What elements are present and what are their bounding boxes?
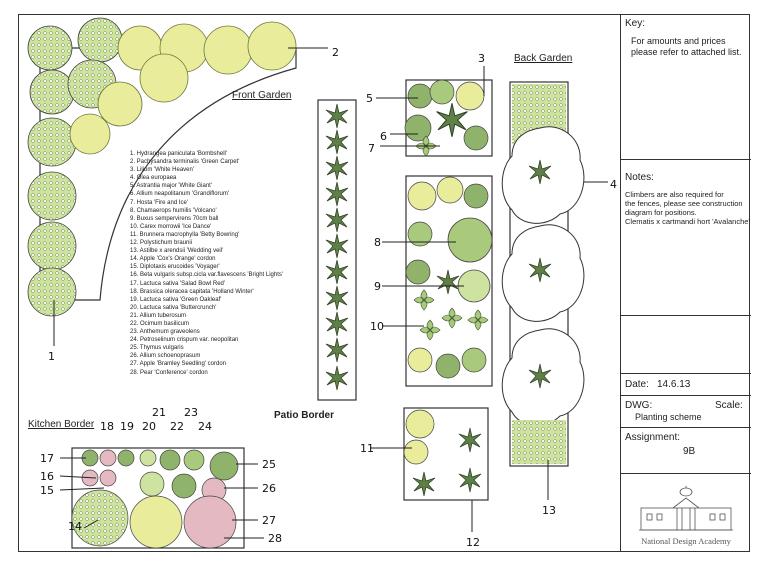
plant-list-item: 14. Apple 'Cox's Orange' cordon	[130, 256, 216, 263]
back-garden-right-bed	[501, 81, 585, 467]
plant-list-item: 12. Polystichum braunii	[130, 240, 193, 247]
callout-8: 8	[374, 236, 381, 249]
plant-list-item: 1. Hydrangea paniculata 'Bombshell'	[130, 151, 228, 157]
callout-6: 6	[380, 130, 387, 143]
patio-border-label: Patio Border	[274, 410, 335, 421]
back-garden-top-bed	[404, 79, 493, 157]
callout-11: 11	[360, 442, 374, 455]
callout-3: 3	[478, 52, 485, 65]
plant-list-item: 6. Allium neapolitanum 'Grandiflorum'	[130, 191, 230, 198]
callout-2: 2	[332, 46, 339, 59]
plant-list-item: 11. Brunnera macrophylla 'Betty Bowring'	[130, 231, 240, 238]
callout-10: 10	[370, 320, 384, 333]
callout-26: 26	[262, 482, 276, 495]
plant-list-item: 17. Lactuca sativa 'Salad Bowl Red'	[130, 280, 226, 287]
callout-22: 22	[170, 420, 184, 433]
plant-list-item: 10. Carex morrowii 'Ice Dance'	[130, 223, 212, 230]
plant-list-item: 3. Lilium 'White Heaven'	[130, 167, 194, 174]
plant-list-item: 15. Diplotaxis erucoides 'Voyager'	[130, 264, 220, 271]
callout-19: 19	[120, 420, 134, 433]
key-title: Key:	[625, 18, 646, 29]
back-garden-middle-bed	[405, 175, 493, 387]
callout-20: 20	[142, 420, 156, 433]
front-garden	[27, 17, 297, 317]
plant-list-item: 8. Chamaerops humilis 'Volcano'	[130, 207, 217, 214]
callout-12: 12	[466, 536, 480, 549]
patio-border	[317, 99, 357, 401]
date-section: Date: 14.6.13	[621, 374, 751, 396]
callout-17: 17	[40, 452, 54, 465]
plant-list-item: 18. Brassica oleracea capitata 'Holland …	[130, 288, 254, 295]
callout-4: 4	[610, 178, 617, 191]
back-garden-label: Back Garden	[514, 53, 573, 64]
notes-line-1: Climbers are also required for	[625, 190, 724, 199]
callout-23: 23	[184, 406, 198, 419]
assignment-value: 9B	[683, 446, 696, 457]
plant-list: 1. Hydrangea paniculata 'Bombshell' 2. Pa…	[130, 150, 283, 377]
plant-list-item: 24. Petroselinum crispum var. neopolitan	[130, 337, 239, 344]
drawing-label: DWG:	[625, 400, 653, 411]
plant-list-item: 20. Lactuca sativa 'Buttercrunch'	[130, 304, 217, 311]
kitchen-border	[71, 447, 245, 549]
callout-1: 1	[48, 350, 55, 363]
notes-line-3: diagram for positions.	[625, 208, 697, 217]
callout-9: 9	[374, 280, 381, 293]
callout-5: 5	[366, 92, 373, 105]
academy-building-logo	[639, 486, 733, 531]
plant-list-item: 9. Buxus sempervirens 70cm ball	[130, 215, 219, 222]
callout-16: 16	[40, 470, 54, 483]
assignment-section: Assignment: 9B	[621, 428, 751, 474]
callout-25: 25	[262, 458, 276, 471]
callout-24: 24	[198, 420, 212, 433]
plant-list-item: 2. Pachysandra terminalis 'Green Carpet'	[130, 159, 240, 166]
date-value: 14.6.13	[657, 379, 691, 390]
notes-line-2: the fences, please see construction	[625, 199, 743, 208]
plant-list-item: 26. Allium schoenoprasum	[130, 353, 201, 360]
callout-18: 18	[100, 420, 114, 433]
drawing-section: DWG: Planting scheme Scale:	[621, 396, 751, 428]
plant-list-item: 16. Beta vulgaris subsp.cicla var.flaves…	[130, 272, 284, 279]
leader-lines	[53, 47, 608, 539]
key-text-2: please refer to attached list.	[631, 47, 742, 57]
title-block: Key: For amounts and prices please refer…	[620, 14, 751, 552]
academy-name: National Design Academy	[641, 536, 731, 546]
key-section: Key: For amounts and prices please refer…	[621, 14, 751, 160]
notes-section: Notes: Climbers are also required for th…	[621, 160, 751, 316]
logo-section: National Design Academy	[621, 474, 751, 552]
back-garden-bottom-bed	[403, 407, 489, 501]
plant-list-item: 27. Apple 'Bramley Seedling' cordon	[130, 361, 227, 368]
callout-7: 7	[368, 142, 375, 155]
callout-14: 14	[68, 520, 82, 533]
plant-list-item: 22. Ocimum basilicum	[130, 320, 190, 327]
scale-label: Scale:	[715, 400, 743, 411]
plant-list-item: 13. Astilbe x arendsii 'Wedding veil'	[130, 248, 224, 255]
notes-line-4: Clematis x cartmandi hort 'Avalanche'	[625, 217, 750, 226]
key-text-1: For amounts and prices	[631, 36, 726, 46]
plant-list-item: 25. Thymus vulgaris	[130, 345, 184, 352]
plant-list-item: 28. Pear 'Conference' cordon	[130, 369, 208, 376]
plant-list-item: 21. Allium tuberosum	[130, 312, 187, 319]
plant-list-item: 5. Astrantia major 'White Giant'	[130, 183, 212, 190]
blank-section	[621, 316, 751, 374]
kitchen-border-label: Kitchen Border	[28, 419, 95, 430]
notes-title: Notes:	[625, 172, 654, 183]
callout-28: 28	[268, 532, 282, 545]
plant-list-item: 19. Lactuca sativa 'Green Oakleaf'	[130, 296, 222, 303]
assignment-label: Assignment:	[625, 432, 681, 443]
plant-list-item: 7. Hosta 'Fire and Ice'	[130, 199, 188, 206]
drawing-frame	[18, 14, 750, 552]
drawing-value: Planting scheme	[635, 412, 702, 422]
callout-13: 13	[542, 504, 556, 517]
callout-27: 27	[262, 514, 276, 527]
plant-list-item: 4. Olea europaea	[130, 175, 177, 182]
date-label: Date:	[625, 379, 649, 390]
front-garden-label: Front Garden	[232, 90, 292, 101]
callout-15: 15	[40, 484, 54, 497]
plant-list-item: 23. Anthemum graveolens	[130, 329, 200, 336]
callout-21: 21	[152, 406, 166, 419]
